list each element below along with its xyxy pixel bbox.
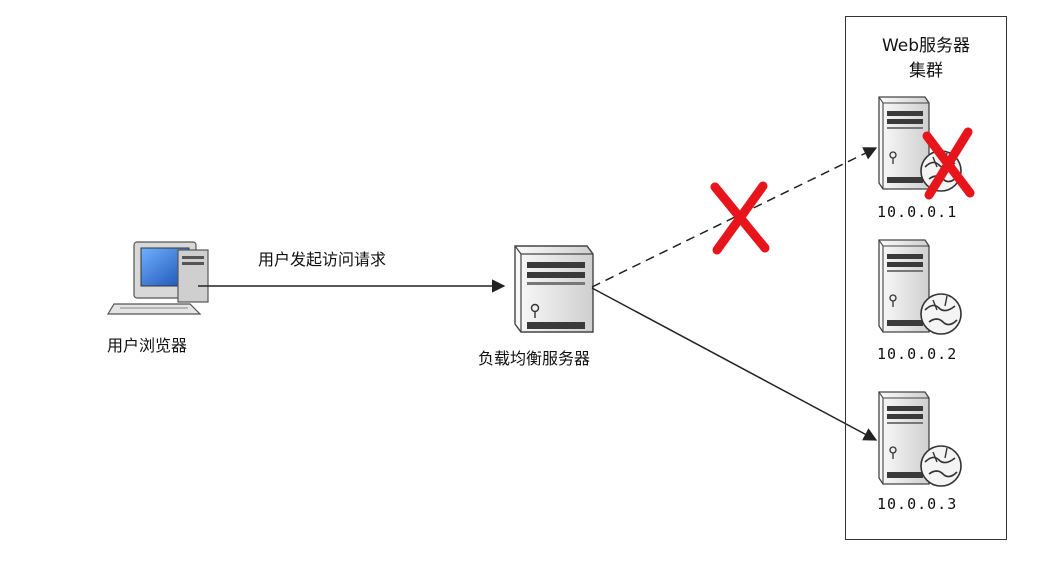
server-tower-icon <box>514 245 594 333</box>
route-failure-mark <box>710 181 770 255</box>
server-ip-1: 10.0.0.1 <box>877 203 958 221</box>
cluster-title: Web服务器 集群 <box>845 34 1007 84</box>
web-server-cluster <box>845 16 1007 540</box>
web-server-icon <box>878 391 962 487</box>
cluster-title-line1: Web服务器 <box>881 36 971 56</box>
request-label: 用户发起访问请求 <box>258 250 387 269</box>
server-ip-3: 10.0.0.3 <box>877 495 958 513</box>
cluster-title-line2: 集群 <box>909 61 943 81</box>
failed-route-arrow <box>591 147 878 288</box>
active-route-arrow <box>591 287 878 441</box>
load-balancer-label: 负载均衡服务器 <box>478 349 591 368</box>
web-server-icon <box>878 239 962 335</box>
browser-label: 用户浏览器 <box>107 336 188 355</box>
server-ip-2: 10.0.0.2 <box>877 345 958 363</box>
desktop-computer-icon <box>106 241 209 315</box>
server-failure-mark <box>922 127 975 200</box>
